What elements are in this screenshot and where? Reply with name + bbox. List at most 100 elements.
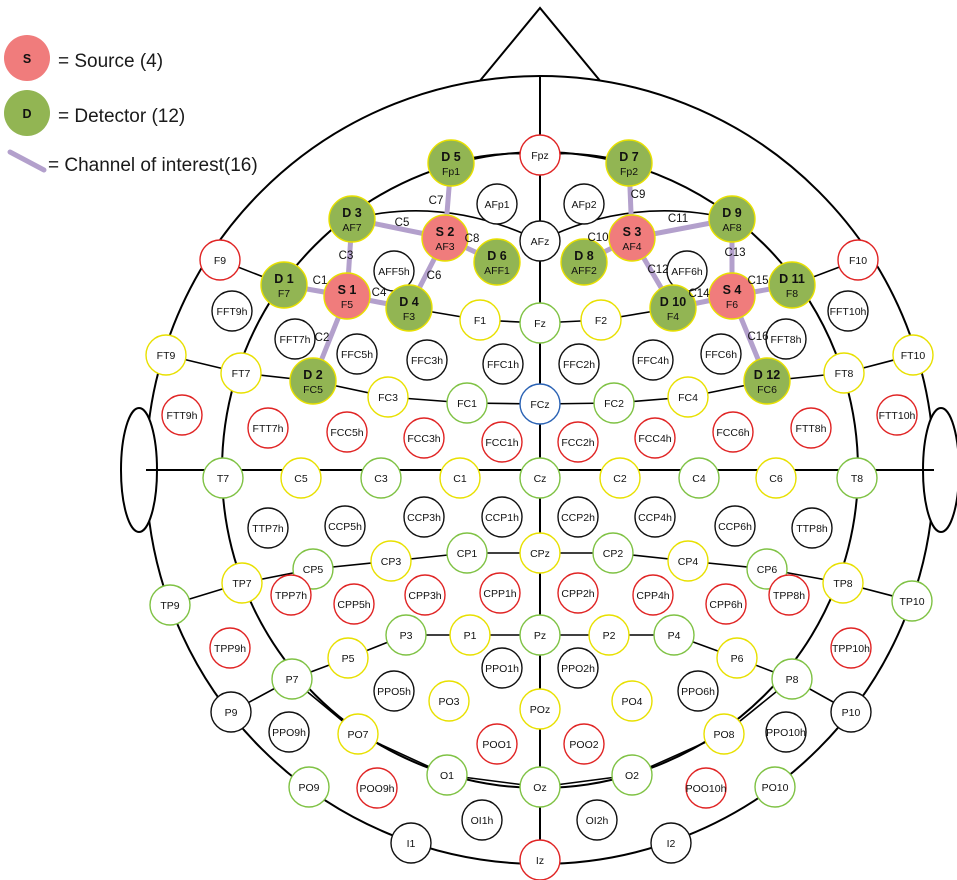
electrode-cp2: CP2 <box>592 532 634 574</box>
electrode-label: FFC5h <box>341 349 373 361</box>
electrode-ftt7h: FTT7h <box>247 407 289 449</box>
electrode-label: FFC6h <box>705 349 737 361</box>
electrode-label: FFC4h <box>637 355 669 367</box>
electrode-label: CP4 <box>678 556 699 568</box>
electrode-ring <box>288 766 330 808</box>
electrode-label: CCP3h <box>407 512 441 524</box>
optode-code: D 8 <box>574 249 594 263</box>
channel-label-c9: C9 <box>631 189 646 201</box>
electrode-ring <box>830 691 872 733</box>
electrode-label: POz <box>530 704 550 716</box>
electrode-ring <box>765 711 807 753</box>
electrode-po8: PO8 <box>703 713 745 755</box>
electrode-label: CPP5h <box>337 599 370 611</box>
electrode-ring <box>247 407 289 449</box>
electrode-label: Cz <box>534 473 547 485</box>
electrode-iz: Iz <box>519 839 561 880</box>
electrode-label: CPP2h <box>561 588 594 600</box>
electrode-ring <box>446 532 488 574</box>
electrode-cp3: CP3 <box>370 540 412 582</box>
electrode-ring <box>270 574 312 616</box>
electrode-ring <box>790 407 832 449</box>
electrode-cpp5h: CPP5h <box>333 583 375 625</box>
electrode-poo9h: POO9h <box>356 767 398 809</box>
detector-swatch-symbol: D <box>22 107 31 121</box>
electrode-p3: P3 <box>385 614 427 656</box>
electrode-ring <box>576 799 618 841</box>
channel-label-c11: C11 <box>668 213 688 225</box>
electrode-ring <box>519 457 561 499</box>
electrode-ring <box>336 333 378 375</box>
electrode-ft7: FT7 <box>220 352 262 394</box>
electrode-fcc1h: FCC1h <box>481 421 523 463</box>
electrode-ring <box>221 562 263 604</box>
electrode-ring <box>449 614 491 656</box>
electrode-ppo2h: PPO2h <box>557 647 599 689</box>
electrode-ring <box>211 290 253 332</box>
electrode-label: TPP10h <box>832 643 870 655</box>
electrode-p5: P5 <box>327 637 369 679</box>
legend: S = Source (4) D = Detector (12) = Chann… <box>4 35 258 176</box>
electrode-ring <box>519 220 561 262</box>
electrode-label: FTT9h <box>167 410 198 422</box>
electrode-label: AFF6h <box>671 266 703 278</box>
electrode-ft8: FT8 <box>823 352 865 394</box>
optode-position: F7 <box>278 288 290 300</box>
electrode-oz: Oz <box>519 766 561 808</box>
optode-code: S 2 <box>436 225 455 239</box>
electrode-i2: I2 <box>650 822 692 864</box>
optode-code: S 4 <box>723 283 742 297</box>
electrode-ring <box>700 333 742 375</box>
electrode-ring <box>481 647 523 689</box>
channel-label-c15: C15 <box>747 275 768 287</box>
channel-label-c5: C5 <box>395 217 410 229</box>
electrode-ring <box>356 767 398 809</box>
electrode-label: FFT7h <box>280 334 311 346</box>
optode-position: Fp2 <box>620 166 638 178</box>
source-s1: S 1F5 <box>323 272 371 320</box>
electrode-p2: P2 <box>588 614 630 656</box>
electrode-ring <box>827 290 869 332</box>
channel-label-c2: C2 <box>315 332 330 344</box>
electrode-label: POO9h <box>359 783 394 795</box>
electrode-p7: P7 <box>271 658 313 700</box>
optode-disc <box>708 195 756 243</box>
optode-position: F5 <box>341 299 353 311</box>
electrode-label: PPO5h <box>377 686 411 698</box>
electrode-poo10h: POO10h <box>685 767 727 809</box>
electrode-label: FCC1h <box>485 437 518 449</box>
electrode-ring <box>667 540 709 582</box>
electrode-label: FCz <box>530 399 549 411</box>
electrode-ring <box>461 799 503 841</box>
electrode-ffc1h: FFC1h <box>482 343 524 385</box>
optode-code: D 2 <box>303 368 323 382</box>
electrode-label: AFF5h <box>378 266 410 278</box>
electrode-label: Iz <box>536 855 544 867</box>
optode-position: F6 <box>726 299 738 311</box>
electrode-ring <box>563 183 605 225</box>
optode-disc <box>260 261 308 309</box>
electrode-label: C5 <box>294 473 308 485</box>
electrode-label: CCP5h <box>328 521 362 533</box>
electrode-label: CPP3h <box>408 590 441 602</box>
electrode-ring <box>406 339 448 381</box>
electrode-label: FTT7h <box>253 423 284 435</box>
channel-label-c3: C3 <box>339 250 354 262</box>
electrode-label: PO8 <box>713 729 734 741</box>
electrode-ring <box>634 417 676 459</box>
electrode-label: T7 <box>217 473 229 485</box>
electrode-label: Fpz <box>531 150 549 162</box>
legend-channel-label: = Channel of interest(16) <box>48 155 258 176</box>
electrode-ffc2h: FFC2h <box>558 343 600 385</box>
electrode-ring <box>519 134 561 176</box>
electrode-cpp4h: CPP4h <box>632 574 674 616</box>
electrode-ring <box>326 411 368 453</box>
electrode-label: OI1h <box>471 815 494 827</box>
